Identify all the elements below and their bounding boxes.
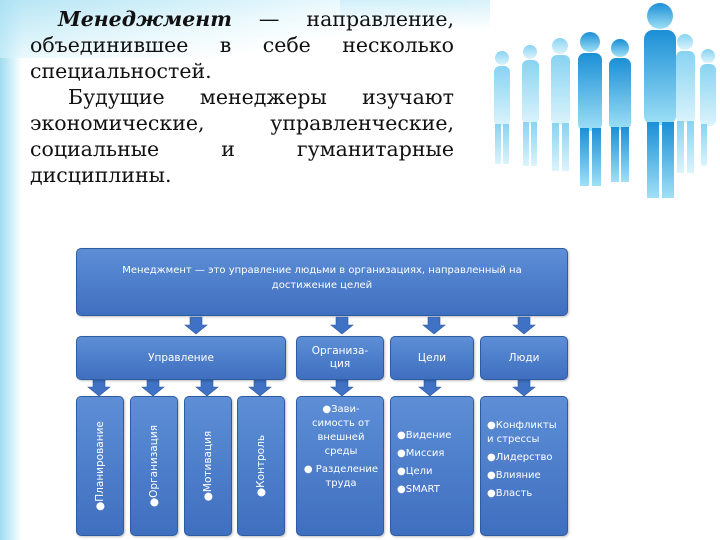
goals-item-goals: ●Цели [397, 466, 433, 477]
category-people: Люди [480, 336, 568, 380]
arrow-to-motivation [195, 378, 219, 397]
category-management: Управление [76, 336, 286, 380]
intro-definition: — направление, объединившее в себе неско… [30, 7, 454, 83]
people-item-influence: ●Влияние [487, 470, 541, 481]
function-motivation: ●Мотивация [184, 396, 232, 536]
decor-top-wave-2 [340, 0, 490, 30]
arrow-to-planning [87, 378, 111, 397]
organization-items-box: ●Зави-симость от внешней среды ● Разделе… [296, 396, 384, 536]
category-goals-label: Цели [417, 351, 447, 364]
intro-term: Менеджмент [58, 7, 232, 31]
decor-left-band [0, 0, 22, 540]
function-planning-label: ●Планирование [94, 421, 106, 511]
arrow-to-organization [330, 316, 354, 335]
intro-paragraph-2: Будущие менеджеры изучают экономические,… [30, 85, 454, 187]
people-silhouettes-image [494, 3, 716, 198]
function-control: ●Контроль [237, 396, 285, 536]
arrow-to-org-items [330, 378, 354, 397]
category-people-label: Люди [508, 351, 540, 364]
goals-items-box: ●Видение ●Миссия ●Цели ●SMART [390, 396, 474, 536]
arrow-to-goal-items [418, 378, 442, 397]
function-motivation-label: ●Мотивация [202, 430, 214, 502]
category-management-label: Управление [148, 351, 214, 364]
goals-item-smart: ●SMART [397, 484, 440, 495]
category-organization: Организа-ция [296, 336, 384, 380]
function-control-label: ●Контроль [255, 434, 267, 498]
intro-paragraph-1: Менеджмент — направление, объединившее в… [30, 6, 454, 84]
people-item-conflicts: ●Конфликты и стрессы [487, 420, 557, 445]
organization-item-environment: ●Зави-симость от внешней среды [312, 404, 370, 457]
category-organization-label: Организа-ция [311, 345, 369, 370]
people-item-power: ●Власть [487, 488, 533, 499]
arrow-to-goals [422, 316, 446, 335]
management-definition-box: Менеджмент — это управление людьми в орг… [76, 248, 568, 316]
category-goals: Цели [390, 336, 474, 380]
arrow-to-people [512, 316, 536, 335]
function-organizing-label: ●Организация [148, 424, 160, 508]
function-organizing: ●Организация [130, 396, 178, 536]
intro-text: Менеджмент — направление, объединившее в… [30, 6, 454, 188]
organization-item-division: ● Разделение труда [303, 464, 379, 489]
people-items-box: ●Конфликты и стрессы ●Лидерство ●Влияние… [480, 396, 568, 536]
arrow-to-control [248, 378, 272, 397]
people-item-leadership: ●Лидерство [487, 452, 553, 463]
arrow-to-people-items [512, 378, 536, 397]
arrow-to-management [184, 316, 208, 335]
function-planning: ●Планирование [76, 396, 124, 536]
goals-item-vision: ●Видение [397, 430, 452, 441]
arrow-to-organizing [141, 378, 165, 397]
goals-item-mission: ●Миссия [397, 448, 445, 459]
